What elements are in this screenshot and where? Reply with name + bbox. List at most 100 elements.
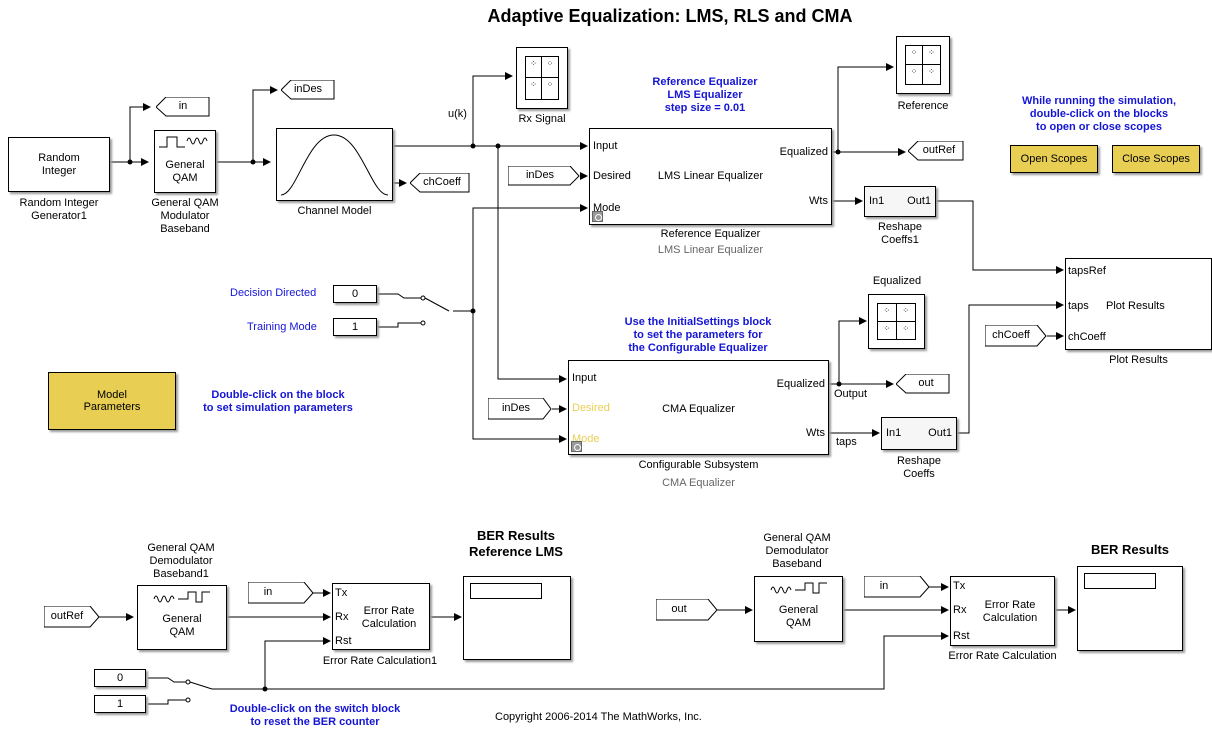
random-integer-caption: Random Integer Generator1: [19, 197, 99, 222]
training-mode-constant[interactable]: 1: [333, 318, 377, 336]
constellation-icon: ⁘⁘ ⁘⁘: [525, 56, 559, 100]
diagram-title: Adaptive Equalization: LMS, RLS and CMA: [487, 6, 853, 26]
error-rate-calc1-caption: Error Rate Calculation1: [322, 655, 438, 667]
configurable-subsystem-icon: [571, 441, 582, 452]
decision-directed-label: Decision Directed: [230, 287, 317, 299]
ber-reference-title: BER Results Reference LMS: [469, 528, 563, 559]
cfg-port-desired: Desired: [572, 402, 610, 414]
plot-center-label: Plot Results: [1106, 300, 1165, 312]
training-mode-label: Training Mode: [247, 321, 317, 333]
ber-display-field: [1084, 573, 1156, 589]
channel-model-block[interactable]: [276, 128, 393, 201]
goto-tag-indes[interactable]: inDes: [281, 80, 335, 100]
qam-modulator-text: General QAM: [165, 159, 205, 184]
channel-model-caption: Channel Model: [297, 205, 372, 217]
decision-directed-constant[interactable]: 0: [333, 285, 377, 303]
equalized-scope[interactable]: ⁘⁘ ⁘⁘: [868, 294, 925, 349]
from-tag-out[interactable]: out: [656, 599, 718, 621]
copyright-text: Copyright 2006-2014 The MathWorks, Inc.: [495, 711, 702, 723]
reshape1-in-port: In1: [869, 195, 885, 207]
reset-constant-1[interactable]: 1: [94, 695, 146, 713]
goto-tag-chcoeff[interactable]: chCoeff: [410, 173, 470, 193]
qam-demod-text: General QAM: [778, 604, 819, 629]
model-parameters-block[interactable]: Model Parameters: [48, 372, 176, 430]
goto-tag-out[interactable]: out: [896, 374, 950, 394]
err1-port-rst: Rst: [335, 635, 352, 647]
qam-demodulator1-block[interactable]: General QAM: [137, 585, 227, 650]
qam-demod1-caption: General QAM Demodulator Baseband1: [147, 542, 215, 580]
rx-signal-scope[interactable]: ⁘⁘ ⁘⁘: [516, 47, 568, 109]
uk-signal-label: u(k): [448, 108, 467, 120]
plot-results-block[interactable]: tapsRef taps chCoeff Plot Results: [1065, 258, 1212, 350]
cfg-port-equalized: Equalized: [776, 378, 825, 390]
rx-signal-caption: Rx Signal: [518, 113, 566, 125]
qam-demod1-text: General QAM: [162, 613, 202, 638]
from-tag-in-bottom2[interactable]: in: [864, 576, 930, 598]
reference-equalizer-block[interactable]: Input Desired Mode LMS Linear Equalizer …: [589, 128, 832, 225]
reference-scope[interactable]: ⁘⁘ ⁘⁘: [896, 36, 950, 94]
reference-equalizer-subcaption: LMS Linear Equalizer: [657, 244, 764, 256]
configurable-subsystem-subcaption: CMA Equalizer: [662, 477, 735, 489]
taps-signal-label: taps: [836, 436, 857, 448]
constellation-icon: ⁘⁘ ⁘⁘: [905, 45, 941, 85]
goto-tag-in[interactable]: in: [156, 97, 210, 117]
from-tag-in-bottom1[interactable]: in: [248, 582, 314, 604]
pulse-waveform-icon: [153, 591, 210, 603]
random-integer-block[interactable]: Random Integer: [8, 137, 110, 192]
cfg-port-input: Input: [572, 372, 597, 384]
cfg-port-wts: Wts: [806, 427, 825, 439]
equalized-scope-caption: Equalized: [872, 275, 922, 287]
reference-scope-caption: Reference: [897, 100, 949, 112]
ref-port-equalized: Equalized: [779, 146, 828, 158]
reset-constant-0[interactable]: 0: [94, 669, 146, 687]
reshape1-out-port: Out1: [907, 195, 931, 207]
ber-reference-display[interactable]: [463, 576, 571, 660]
error-rate-calc1-block[interactable]: Tx Rx Rst Error Rate Calculation: [332, 583, 430, 650]
plot-results-caption: Plot Results: [1109, 354, 1168, 366]
cosine-waveform-icon: [280, 134, 389, 196]
reference-equalizer-caption: Reference Equalizer: [660, 228, 761, 240]
goto-tag-outref[interactable]: outRef: [908, 141, 964, 161]
err1-port-rx: Rx: [335, 611, 349, 623]
from-tag-indes[interactable]: inDes: [508, 166, 580, 186]
err-port-tx: Tx: [953, 580, 966, 592]
reshape-coeffs1-caption: Reshape Coeffs1: [877, 221, 923, 246]
plot-port-taps: taps: [1068, 300, 1089, 312]
qam-modulator-block[interactable]: General QAM: [154, 130, 216, 193]
from-tag-indes-cfg[interactable]: inDes: [488, 398, 552, 420]
configurable-equalizer-note: Use the InitialSettings block to set the…: [624, 316, 772, 354]
constellation-icon: ⁘⁘ ⁘⁘: [877, 303, 916, 340]
err1-center-label: Error Rate Calculation: [361, 605, 417, 630]
close-scopes-button[interactable]: Close Scopes: [1112, 145, 1200, 173]
ref-port-input: Input: [593, 140, 618, 152]
qam-modulator-caption: General QAM Modulator Baseband: [151, 197, 219, 235]
reshape-coeffs1-block[interactable]: In1 Out1: [864, 186, 936, 217]
reshape-coeffs-block[interactable]: In1 Out1: [881, 417, 957, 450]
cfg-center-label: CMA Equalizer: [662, 403, 735, 415]
error-rate-calc-caption: Error Rate Calculation: [948, 650, 1057, 662]
qam-demodulator-block[interactable]: General QAM: [754, 576, 843, 642]
configurable-subsystem-block[interactable]: Input Desired Mode CMA Equalizer Equaliz…: [568, 360, 829, 455]
err-center-label: Error Rate Calculation: [982, 599, 1038, 624]
from-tag-chcoeff[interactable]: chCoeff: [985, 325, 1047, 347]
from-tag-outref[interactable]: outRef: [44, 606, 100, 628]
reference-equalizer-note: Reference Equalizer LMS Equalizer step s…: [652, 76, 758, 114]
ber-results-title: BER Results: [1090, 542, 1170, 557]
err-port-rx: Rx: [953, 604, 967, 616]
ber-results-display[interactable]: [1077, 566, 1183, 651]
err1-port-tx: Tx: [335, 587, 348, 599]
plot-port-chcoeff: chCoeff: [1068, 331, 1106, 343]
pulse-waveform-icon: [159, 136, 208, 148]
reshape-out-port: Out1: [928, 427, 952, 439]
pulse-waveform-icon: [770, 582, 827, 594]
open-scopes-button[interactable]: Open Scopes: [1010, 145, 1098, 173]
plot-port-tapsref: tapsRef: [1068, 265, 1106, 277]
error-rate-calc-block[interactable]: Tx Rx Rst Error Rate Calculation: [950, 576, 1055, 646]
reshape-in-port: In1: [886, 427, 902, 439]
configurable-subsystem-caption: Configurable Subsystem: [638, 459, 759, 471]
ber-display-field: [470, 583, 542, 599]
ref-center-label: LMS Linear Equalizer: [657, 170, 764, 182]
err-port-rst: Rst: [953, 630, 970, 642]
ref-port-desired: Desired: [593, 170, 631, 182]
